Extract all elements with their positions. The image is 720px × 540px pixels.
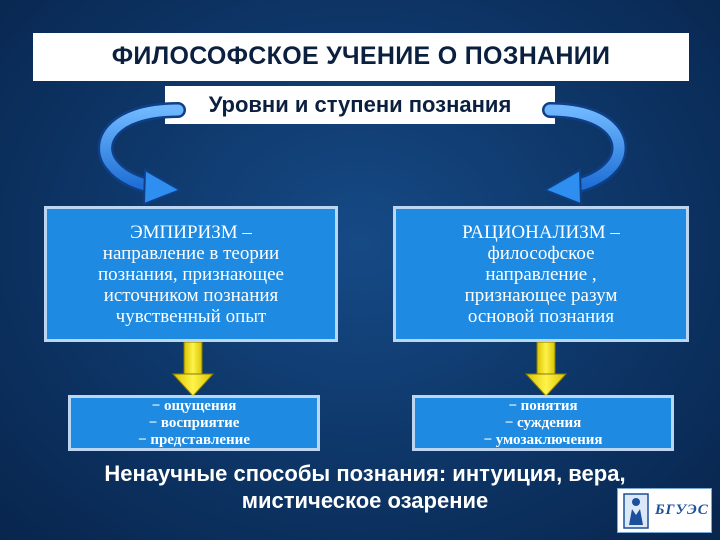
rationalism-line: РАЦИОНАЛИЗМ – <box>462 221 620 243</box>
right-down-arrow-icon <box>524 341 568 397</box>
rationalism-line: направление , <box>485 263 597 285</box>
footer-text: Ненаучные способы познания: интуиция, ве… <box>20 460 710 514</box>
rationalism-stage: − суждения <box>504 414 582 431</box>
empiricism-box: ЭМПИРИЗМ – направление в теории познания… <box>44 206 338 342</box>
footer-line: Ненаучные способы познания: интуиция, ве… <box>104 461 626 486</box>
rationalism-stage: − умозаключения <box>483 431 603 448</box>
rationalism-line: философское <box>487 242 595 264</box>
empiricism-line: ЭМПИРИЗМ – <box>130 221 252 243</box>
left-down-arrow-icon <box>171 341 215 397</box>
slide-title: ФИЛОСОФСКОЕ УЧЕНИЕ О ПОЗНАНИИ <box>111 42 611 70</box>
right-curved-arrow-icon <box>542 102 628 206</box>
left-curved-arrow-icon <box>97 102 186 206</box>
empiricism-stage: − ощущения <box>151 397 237 414</box>
logo-text: БГУЭС <box>655 502 709 518</box>
empiricism-stage: − представление <box>138 431 250 448</box>
empiricism-stages-box: − ощущения − восприятие − представление <box>68 395 320 451</box>
rationalism-stages-box: − понятия − суждения − умозаключения <box>412 395 674 451</box>
subtitle-background <box>165 86 555 124</box>
rationalism-line: признающее разум <box>464 284 618 306</box>
empiricism-line: чувственный опыт <box>115 305 267 327</box>
rationalism-stage: − понятия <box>508 397 578 414</box>
university-logo: БГУЭС <box>617 488 712 533</box>
footer-line: мистическое озарение <box>241 488 489 513</box>
empiricism-stage: − восприятие <box>148 414 240 431</box>
rationalism-box: РАЦИОНАЛИЗМ – философское направление , … <box>393 206 689 342</box>
slide-subtitle: Уровни и ступени познания <box>208 92 512 117</box>
empiricism-line: направление в теории <box>102 242 280 264</box>
title-background <box>33 33 689 81</box>
empiricism-line: познания, признающее <box>98 263 284 285</box>
emblem-icon <box>623 492 649 529</box>
rationalism-line: основой познания <box>467 305 615 327</box>
empiricism-line: источником познания <box>103 284 279 306</box>
